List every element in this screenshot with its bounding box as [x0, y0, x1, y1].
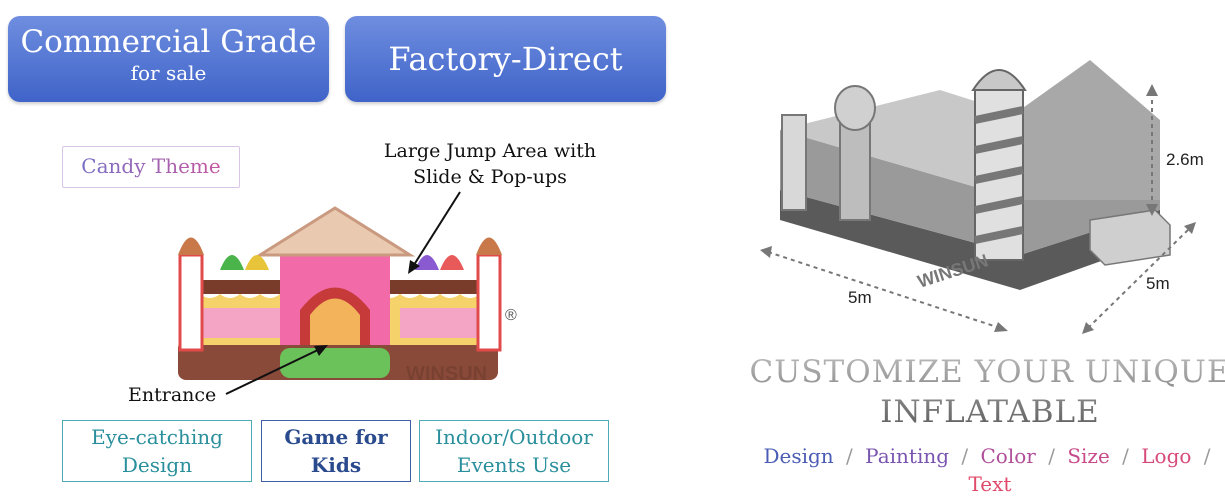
feature-game-for-kids: Game for Kids — [261, 420, 411, 482]
left-tower — [178, 253, 204, 352]
right-tower — [476, 253, 502, 352]
registered-mark: ® — [505, 307, 517, 324]
customization-options: Design / Painting / Color / Size / Logo … — [763, 444, 1211, 496]
for-sale-label: for sale — [130, 61, 207, 85]
entrance-callout: Entrance — [128, 384, 217, 406]
feature-indoor-outdoor: Indoor/Outdoor Events Use — [419, 420, 609, 482]
candy-bouncer-illustration: WINSUN ® — [178, 206, 517, 385]
gray-bouncer-base — [780, 190, 1160, 290]
customize-headline: CUSTOMIZE YOUR UNIQUE INFLATABLE — [740, 352, 1225, 432]
factory-direct-button[interactable]: Factory-Direct — [345, 16, 666, 102]
depth-dimension-label: 5m — [1146, 274, 1170, 293]
option-painting: Painting — [865, 444, 950, 468]
commercial-grade-button[interactable]: Commercial Grade for sale — [8, 16, 329, 102]
watermark-logo: WINSUN — [406, 363, 487, 385]
jump-area-callout: Large Jump Area with Slide & Pop-ups — [383, 140, 597, 188]
option-text: Text — [968, 472, 1012, 496]
option-size: Size — [1067, 444, 1110, 468]
height-dimension-label: 2.6m — [1166, 150, 1204, 169]
commercial-grade-label: Commercial Grade — [20, 24, 317, 60]
dimension-arrows — [760, 84, 1196, 334]
candy-theme-tag: Candy Theme — [62, 146, 240, 188]
gray-left-tower — [781, 114, 807, 211]
feature-eye-catching: Eye-catching Design — [62, 420, 252, 482]
option-logo: Logo — [1141, 444, 1192, 468]
bouncer-roof — [254, 206, 416, 257]
option-color: Color — [980, 444, 1036, 468]
width-dimension-line — [767, 251, 1001, 329]
jump-area-arrow — [408, 191, 461, 274]
grayscale-bouncer-illustration: WINSUN — [780, 60, 1171, 292]
entrance-arrow — [225, 345, 328, 395]
width-dimension-label: 5m — [848, 288, 872, 307]
option-design: Design — [763, 444, 834, 468]
gray-bouncer-house — [1020, 60, 1160, 200]
factory-direct-label: Factory-Direct — [388, 40, 623, 78]
depth-dimension-line — [1087, 227, 1191, 329]
